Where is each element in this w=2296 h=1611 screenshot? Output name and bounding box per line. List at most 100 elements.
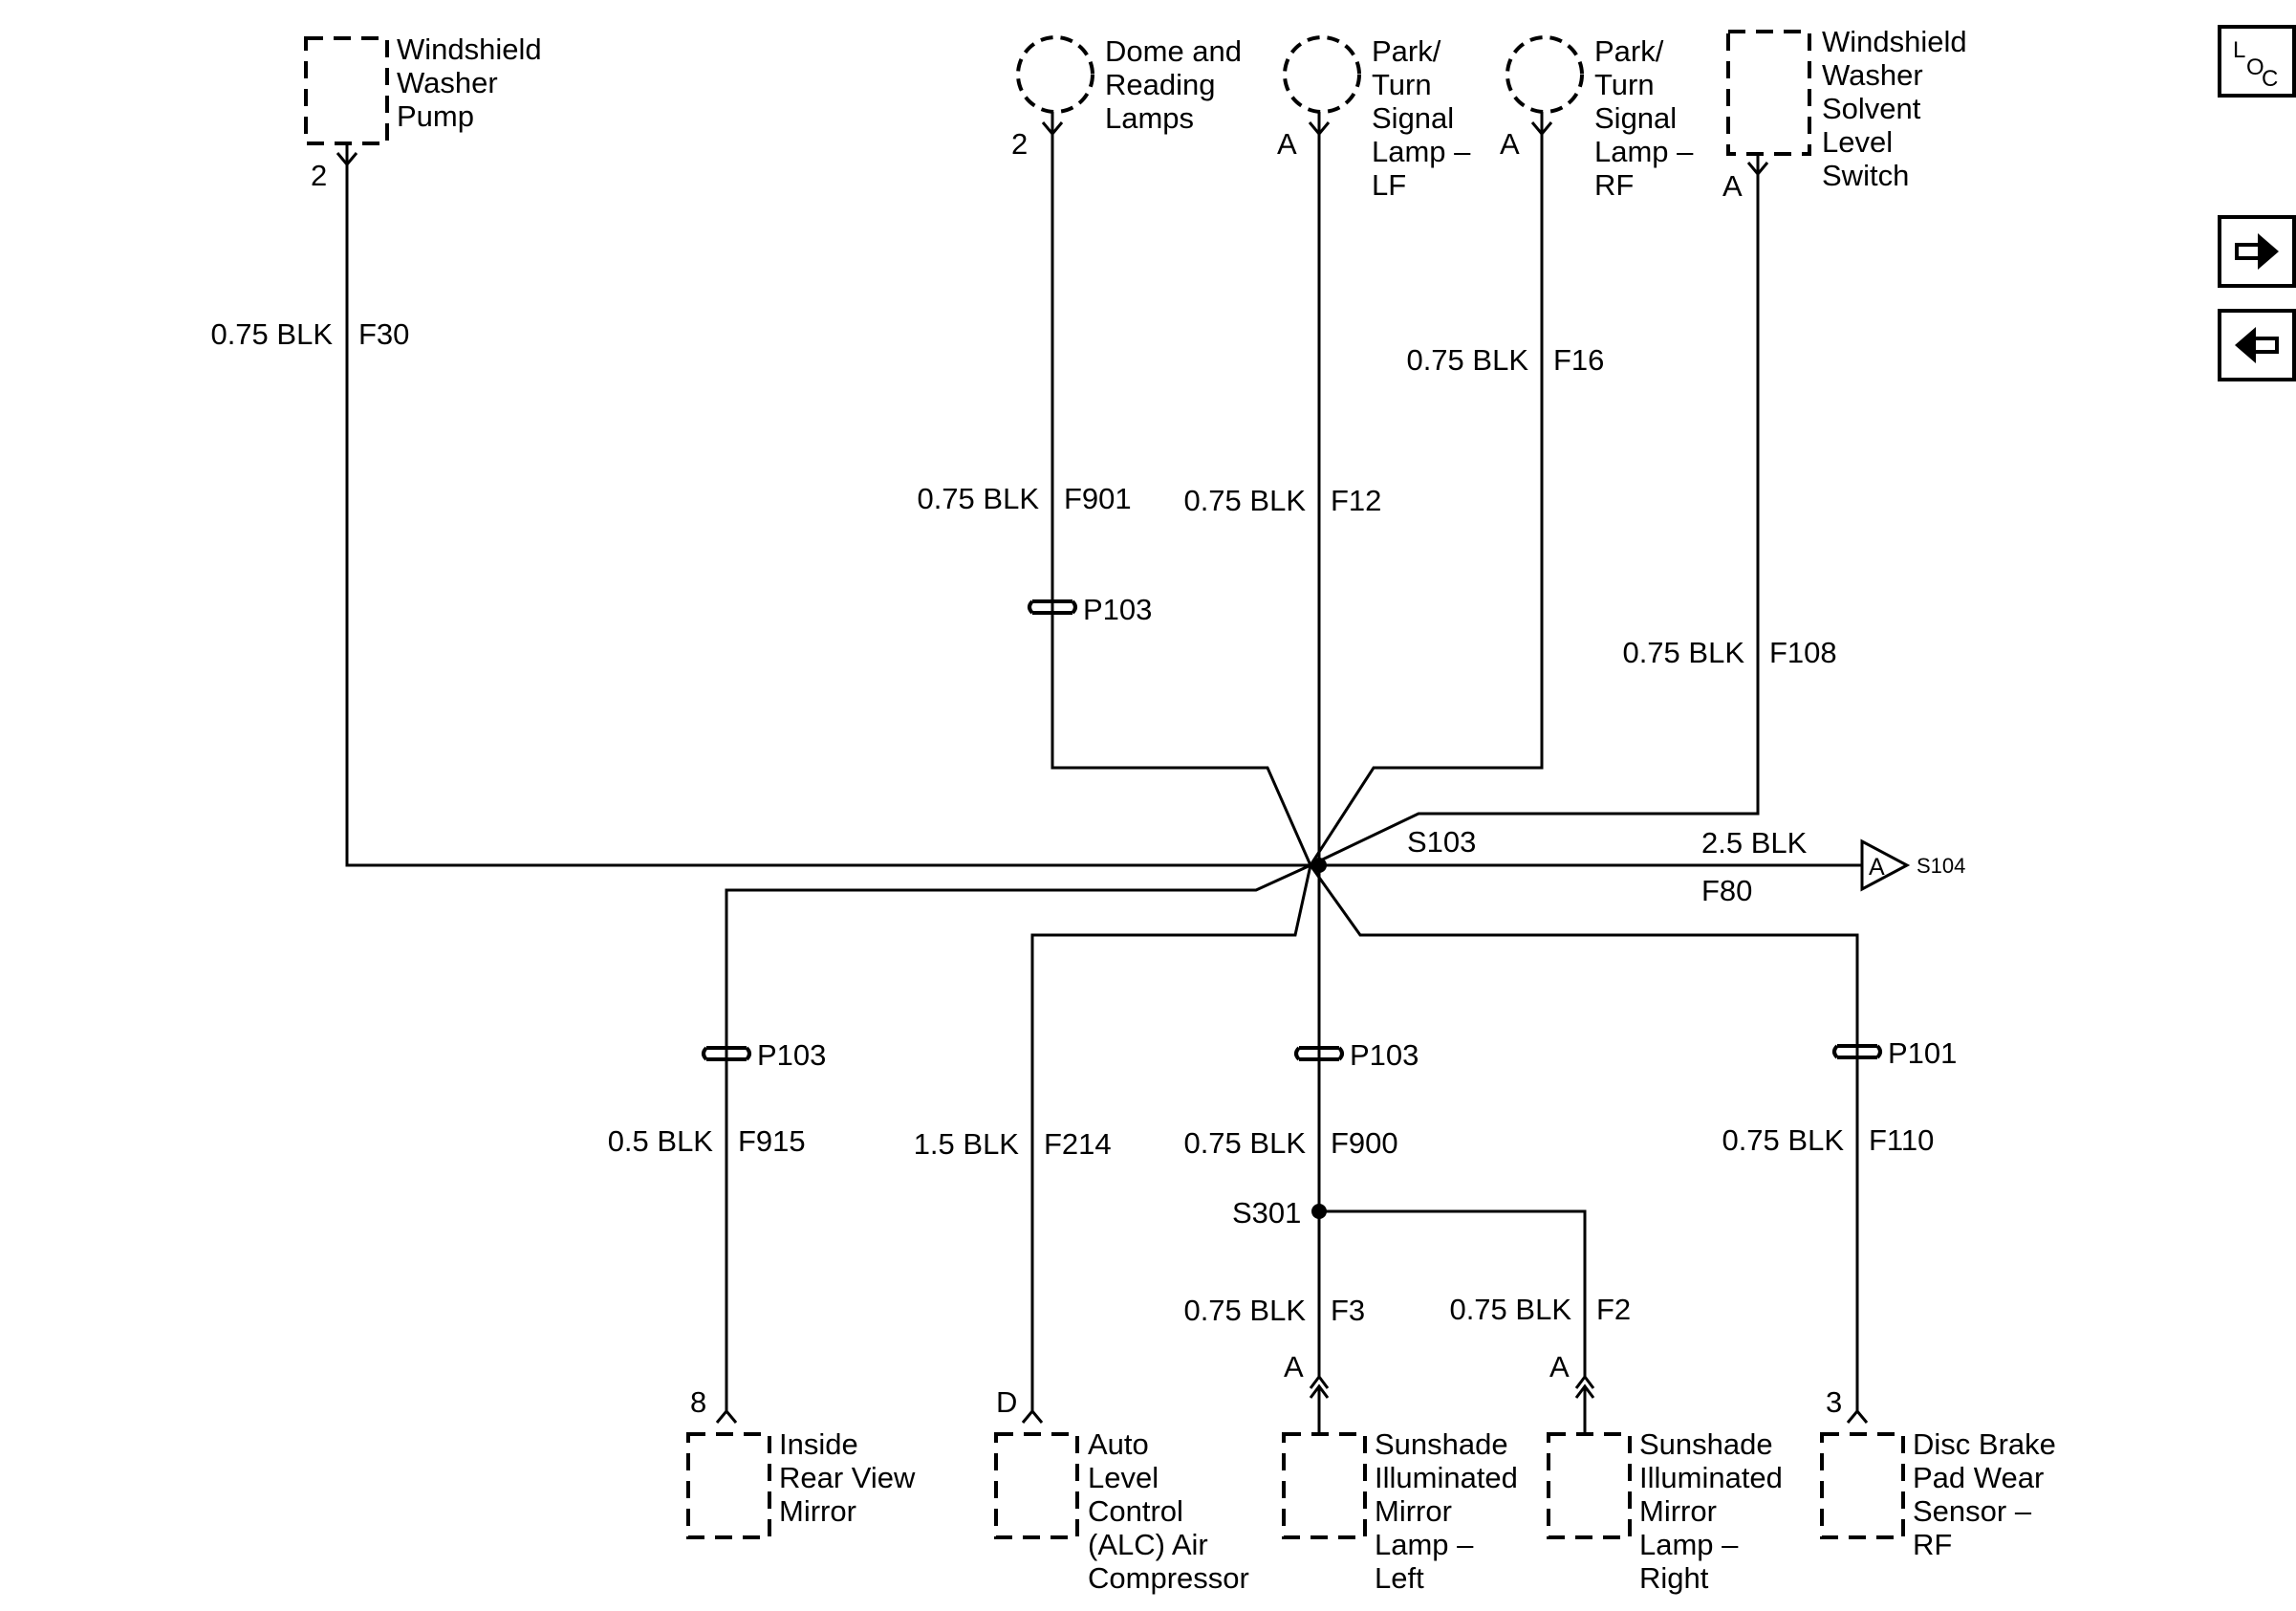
inline-connector-p101-brake: P101 <box>1832 1036 1957 1070</box>
component-label: Inside Rear View Mirror <box>779 1427 923 1528</box>
component-disc-brake-pad-wear-sensor-rf: 3 Disc Brake Pad Wear Sensor – RF <box>1820 1385 2065 1561</box>
component-label-line: Right <box>1639 1561 1709 1595</box>
wire-f108 <box>1310 172 1760 867</box>
component-label-line: Windshield <box>397 33 542 66</box>
component-label-line: LF <box>1372 168 1406 202</box>
wire-f901 <box>1051 132 1312 866</box>
wire-size-f16: 0.75 BLK <box>1406 343 1528 377</box>
wire-circuit-f901: F901 <box>1064 482 1132 515</box>
pin-label: 3 <box>1826 1385 1842 1419</box>
component-label-line: Lamp – <box>1639 1528 1739 1561</box>
splice-s301-label: S301 <box>1232 1196 1301 1230</box>
component-label-line: Rear View <box>779 1461 916 1494</box>
component-label-line: Mirror <box>1375 1494 1452 1528</box>
wire-size-f30: 0.75 BLK <box>210 317 333 351</box>
component-label-line: Level <box>1822 125 1893 159</box>
component-label-line: Park/ <box>1594 34 1664 68</box>
component-label-line: Reading <box>1105 68 1215 101</box>
component-label-line: Illuminated <box>1375 1461 1518 1494</box>
component-label: Disc Brake Pad Wear Sensor – RF <box>1913 1427 2065 1561</box>
component-dome-reading-lamps: 2 Dome and Reading Lamps <box>1011 34 1250 161</box>
wire-size-f80: 2.5 BLK <box>1701 826 1808 860</box>
component-label-line: Disc Brake <box>1913 1427 2056 1461</box>
splice-s103-dot <box>1311 858 1327 873</box>
pin-label: A <box>1277 127 1297 161</box>
offpage-connector-s104: A S104 <box>1860 838 1965 892</box>
component-label-line: RF <box>1913 1528 1952 1561</box>
location-button[interactable]: L O C <box>2218 25 2296 98</box>
component-label-line: Windshield <box>1822 25 1967 58</box>
component-label: Park/ Turn Signal Lamp – RF <box>1594 34 1701 202</box>
component-label: Sunshade Illuminated Mirror Lamp – Left <box>1375 1427 1527 1595</box>
wire-circuit-f110: F110 <box>1869 1123 1934 1157</box>
wire-size-f12: 0.75 BLK <box>1183 484 1306 517</box>
wire-size-f900: 0.75 BLK <box>1183 1126 1306 1160</box>
pin-label: A <box>1549 1350 1570 1383</box>
pin-label: 8 <box>690 1385 706 1419</box>
loc-letter-o: O <box>2246 54 2264 80</box>
component-park-turn-lamp-lf: A Park/ Turn Signal Lamp – LF <box>1277 34 1471 202</box>
component-label-line: Dome and <box>1105 34 1242 68</box>
component-label-line: Mirror <box>1639 1494 1717 1528</box>
component-inside-rear-view-mirror: 8 Inside Rear View Mirror <box>686 1385 923 1539</box>
wire-f16 <box>1309 132 1544 866</box>
component-label-line: Signal <box>1372 101 1454 135</box>
pin-label: A <box>1284 1350 1304 1383</box>
component-label-line: Mirror <box>779 1494 856 1528</box>
wire-circuit-f16: F16 <box>1553 343 1604 377</box>
inline-connector-label: P101 <box>1888 1036 1957 1070</box>
component-label: Dome and Reading Lamps <box>1105 34 1250 135</box>
left-arrow-icon <box>2235 327 2279 363</box>
component-park-turn-lamp-rf: A Park/ Turn Signal Lamp – RF <box>1500 34 1701 202</box>
component-label-line: Turn <box>1372 68 1432 101</box>
wire-circuit-f900: F900 <box>1331 1126 1398 1160</box>
component-label: Auto Level Control (ALC) Air Compressor <box>1088 1427 1249 1595</box>
wire-size-f915: 0.5 BLK <box>608 1124 714 1158</box>
component-label-line: Sunshade <box>1375 1427 1508 1461</box>
component-label: Sunshade Illuminated Mirror Lamp – Right <box>1639 1427 1791 1595</box>
wire-circuit-f915: F915 <box>738 1124 806 1158</box>
pin-label: D <box>996 1385 1017 1419</box>
wire-f214 <box>1030 864 1312 1411</box>
wire-size-f2: 0.75 BLK <box>1449 1293 1571 1326</box>
inline-connector-label: P103 <box>1350 1038 1419 1072</box>
component-label-line: RF <box>1594 168 1634 202</box>
component-label-line: Sensor – <box>1913 1494 2032 1528</box>
wire-f110 <box>1309 864 1859 1411</box>
right-arrow-icon <box>2235 233 2279 270</box>
component-label-line: Lamp – <box>1375 1528 1474 1561</box>
component-label-line: Solvent <box>1822 92 1921 125</box>
previous-page-button[interactable] <box>2218 309 2296 381</box>
offpage-letter: A <box>1869 854 1885 881</box>
component-label-line: Illuminated <box>1639 1461 1783 1494</box>
component-label-line: Control <box>1088 1494 1183 1528</box>
inline-connector-p103-f900: P103 <box>1294 1038 1419 1072</box>
component-label: Windshield Washer Solvent Level Switch <box>1822 25 1975 192</box>
component-label-line: Park/ <box>1372 34 1441 68</box>
wire-circuit-f108: F108 <box>1769 636 1837 669</box>
component-label: Windshield Washer Pump <box>397 33 550 133</box>
component-label-line: Compressor <box>1088 1561 1249 1595</box>
wire-circuit-f80: F80 <box>1701 874 1752 907</box>
wire-size-f214: 1.5 BLK <box>914 1127 1020 1161</box>
wire-size-f901: 0.75 BLK <box>917 482 1039 515</box>
wire-circuit-f30: F30 <box>358 317 409 351</box>
component-label-line: Auto <box>1088 1427 1149 1461</box>
inline-connector-p103-dome: P103 <box>1028 593 1152 626</box>
next-page-button[interactable] <box>2218 215 2296 288</box>
component-label-line: Turn <box>1594 68 1655 101</box>
component-label-line: Pad Wear <box>1913 1461 2044 1494</box>
component-alc-air-compressor: D Auto Level Control (ALC) Air Compresso… <box>994 1385 1249 1595</box>
wire-f2 <box>1319 1209 1587 1377</box>
component-label-line: Signal <box>1594 101 1677 135</box>
pin-label: 2 <box>1011 127 1028 161</box>
wire-circuit-f214: F214 <box>1044 1127 1112 1161</box>
component-label-line: Washer <box>397 66 498 99</box>
wire-labels: 0.75 BLK F30 0.75 BLK F901 0.75 BLK F12 … <box>210 317 1934 1327</box>
component-label-line: Level <box>1088 1461 1159 1494</box>
component-label-line: (ALC) Air <box>1088 1528 1208 1561</box>
wire-size-f3: 0.75 BLK <box>1183 1294 1306 1327</box>
pin-label: A <box>1722 169 1743 203</box>
wires <box>345 132 1862 1411</box>
